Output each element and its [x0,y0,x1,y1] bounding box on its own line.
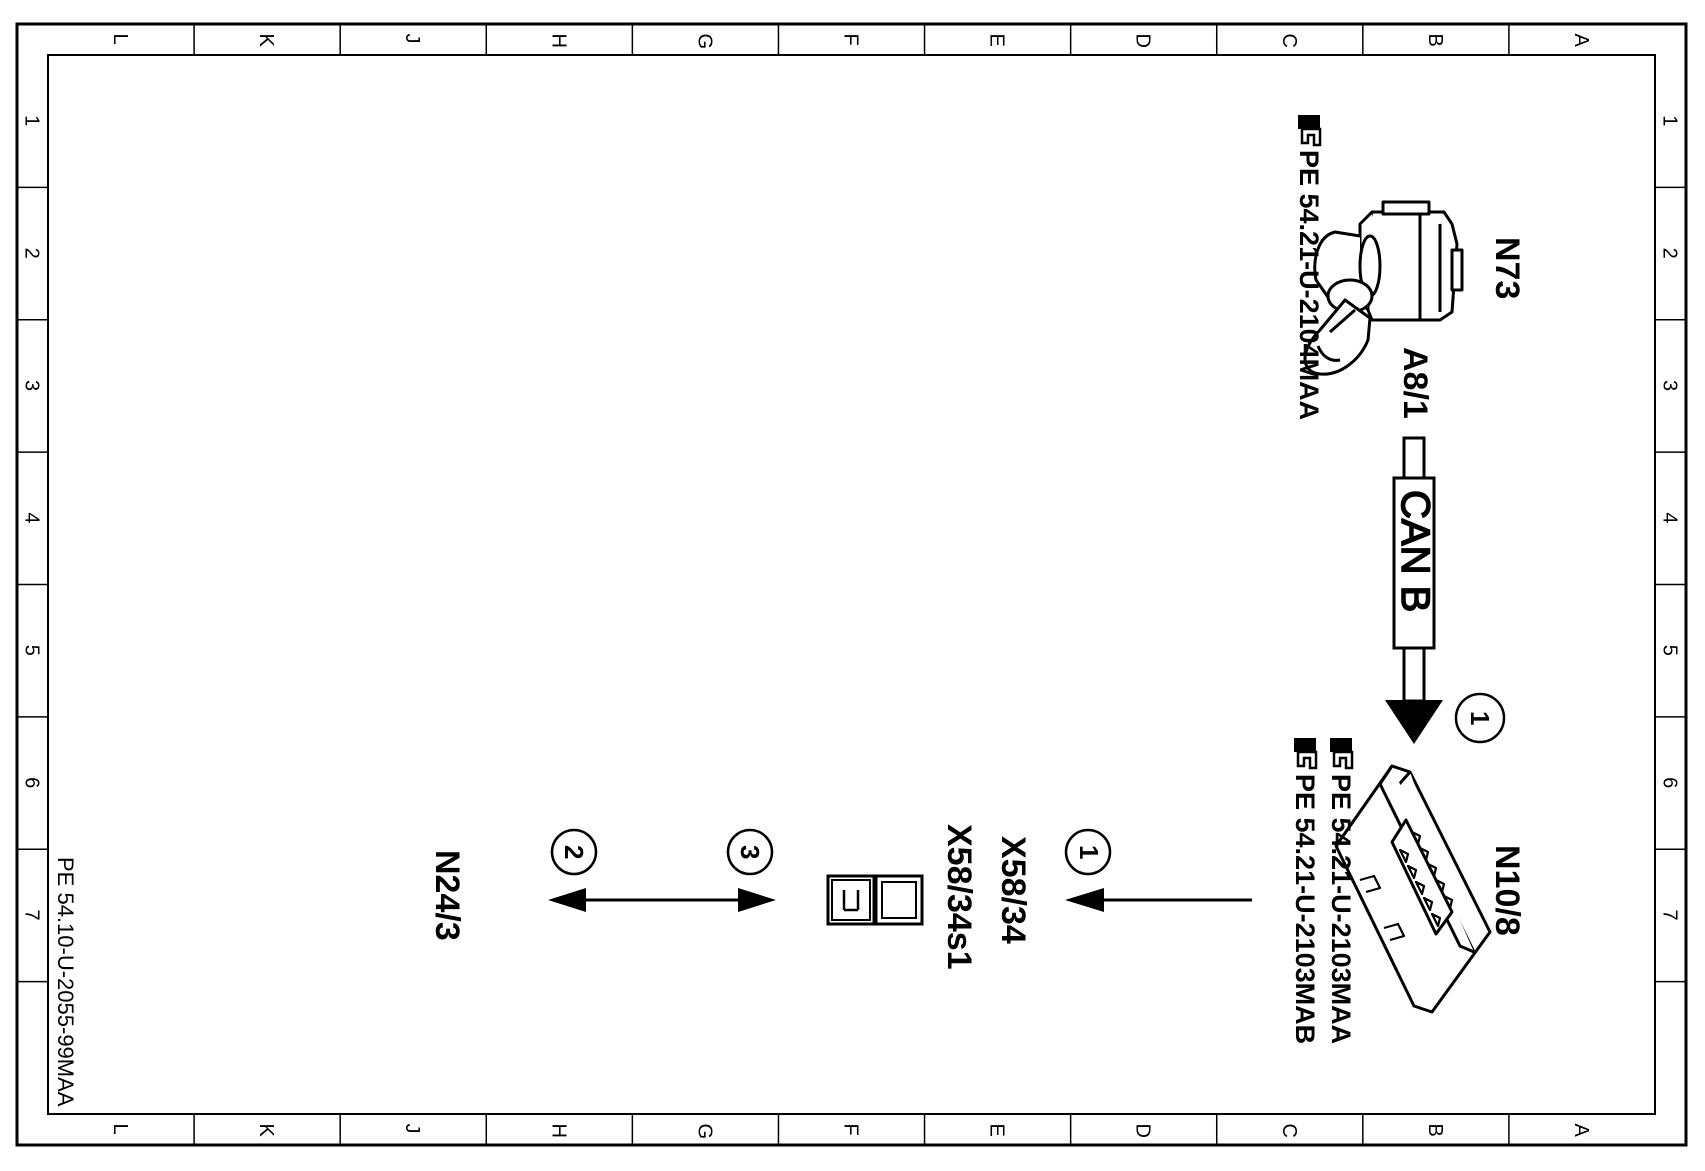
n10-8-ref-1: PE 54.21-U-2103MAA [1326,774,1356,1044]
grid-column-label: E [986,34,1008,47]
grid-column-label: A [1570,1124,1592,1138]
n10-8-ref-2: PE 54.21-U-2103MAB [1290,774,1320,1044]
n10-8-module: N10/8 PE 54.21-U-2103MAA PE 54.21-U-2103… [1290,738,1526,1044]
grid-column-label: G [693,34,715,50]
grid-column-label: C [1278,1124,1300,1138]
grid-row-label: 5 [1659,645,1681,656]
pointing-hand-icon [1330,738,1354,770]
grid-column-label: D [1132,1124,1154,1138]
n10-8-label: N10/8 [1488,845,1526,936]
connector-x58-34: X58/34 X58/34s1 [826,824,1032,970]
control-module-icon [1334,764,1492,1014]
callout-circle-1b [1064,828,1112,876]
grid-row-label: 5 [21,645,43,656]
grid-column-label: H [547,1124,569,1138]
callout-1a: 1 [1465,711,1495,725]
callout-circle-3 [726,828,774,876]
connector-to-n24-3-line: 3 2 [548,828,776,912]
callout-circle-2 [550,828,598,876]
connector-label-2: X58/34s1 [940,824,978,970]
grid-row-label: 4 [21,512,43,523]
grid-column-label: J [401,34,423,44]
grid-row-label: 3 [1659,380,1681,391]
pointing-hand-icon [1294,738,1318,770]
bus-arrow-head [1385,700,1443,744]
callout-circle-1a [1454,692,1506,744]
bus-label-box [1392,476,1436,650]
n24-3-label: N24/3 [428,850,466,941]
grid-column-label: J [401,1124,423,1134]
grid-row-label: 7 [21,909,43,920]
grid-row-label: 6 [21,777,43,788]
grid-column-label: B [1424,34,1446,47]
connector-plug-icon [826,874,924,926]
callout-1b: 1 [1074,845,1104,859]
grid-column-label: H [547,34,569,48]
key-switch-icon [1303,200,1464,376]
grid-column-label: A [1570,34,1592,48]
module-to-connector-line: 1 [1064,828,1252,912]
n73-ref: PE 54.21-U-2104MAA [1294,150,1324,420]
grid-column-label: B [1424,1124,1446,1137]
document-reference: PE 54.10-U-2055-99MAA [53,857,78,1107]
callout-3: 3 [735,845,765,859]
grid-column-label: K [255,34,277,48]
grid-row-label: 6 [1659,777,1681,788]
grid-column-label: C [1278,34,1300,48]
a8-1-label: A8/1 [1396,347,1434,419]
grid-row-label: 1 [21,115,43,126]
grid-row-label: 2 [21,248,43,259]
grid-row-label: 3 [21,380,43,391]
grid-column-label: D [1132,34,1154,48]
n73-label: N73 [1488,237,1526,299]
frame-grid-ticks [17,24,1686,1145]
grid-column-label: L [109,1124,131,1135]
grid-row-label: 4 [1659,512,1681,523]
n73-key-switch: N73 A8/1 PE 54.21-U-2104MAA [1294,115,1526,420]
grid-column-label: L [109,34,131,45]
callout-2: 2 [559,845,589,859]
grid-column-label: K [255,1124,277,1138]
pointing-hand-icon [1298,115,1322,147]
grid-column-label: F [840,34,862,46]
grid-row-label: 1 [1659,115,1681,126]
grid-row-label: 2 [1659,248,1681,259]
grid-row-label: 7 [1659,909,1681,920]
connector-label-1: X58/34 [994,836,1032,944]
grid-column-label: F [840,1124,862,1136]
frame-grid-labels: L L K K J J H H G G F F E E D D C C B B A A 1 1 2 2 3 3 4 4 5 5 6 6 7 7 [21,34,1681,1140]
can-b-bus: CAN B 1 [1385,436,1506,744]
bus-label: CAN B [1393,490,1437,612]
grid-column-label: G [693,1124,715,1140]
grid-column-label: E [986,1124,1008,1137]
